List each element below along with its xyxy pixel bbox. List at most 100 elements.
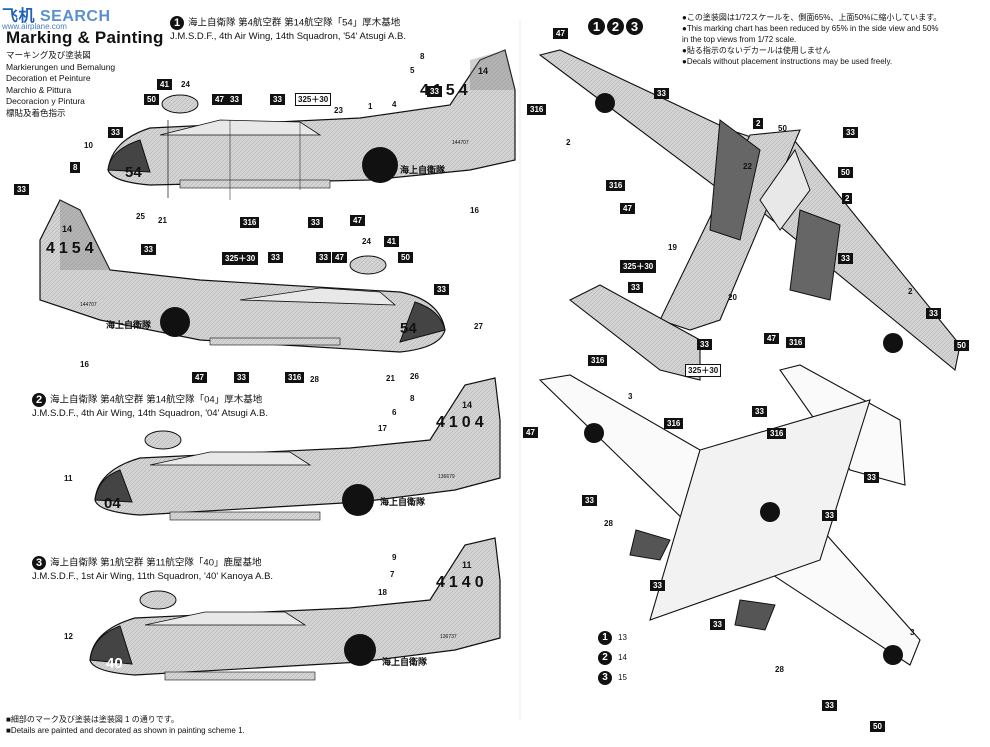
bottom-hinomaru-left: [584, 423, 604, 443]
a2-tail-small: 14: [462, 400, 473, 410]
bottom-view: [538, 364, 921, 666]
callout-33b: 33: [270, 94, 285, 105]
callout-4: 4: [392, 100, 397, 109]
callout-33k: 33: [234, 372, 249, 383]
callout-316e: 316: [588, 355, 608, 366]
callout-325d: 325＋30: [685, 364, 722, 377]
footer-en: ■Details are painted and decorated as sh…: [6, 726, 245, 735]
callout-33s: 33: [650, 580, 665, 591]
top-view: [538, 49, 961, 381]
callout-21: 21: [158, 216, 167, 225]
note-jp-scale: ●この塗装図は1/72スケールを、側面65%、上面50%に縮小しています。: [682, 13, 942, 22]
callout-33c: 33: [427, 86, 442, 97]
scheme-2-jp: 海上自衛隊 第4航空群 第14航空隊「04」厚木基地: [50, 394, 263, 406]
callout-21b: 21: [386, 374, 395, 383]
aircraft-1-side-view: [107, 49, 516, 200]
a1b-nose-number: 54: [400, 320, 417, 337]
scheme-1-jp: 海上自衛隊 第4航空群 第14航空隊「54」厚木基地: [188, 17, 401, 29]
callout-2d: 2: [908, 287, 913, 296]
callout-1: 1: [368, 102, 373, 111]
callout-10: 10: [84, 141, 93, 150]
lang-fr: Decoration et Peinture: [6, 73, 91, 83]
a3-tail-small: 11: [462, 560, 472, 570]
callout-47c: 47: [332, 252, 347, 263]
callout-22: 22: [743, 162, 752, 171]
callout-50c: 50: [778, 124, 787, 133]
a3-nose-number: 40: [106, 655, 123, 672]
scheme-2-num: 2: [32, 393, 46, 407]
callout-316h: 316: [767, 428, 787, 439]
callout-325: 325＋30: [295, 93, 332, 106]
callout-33e: 33: [308, 217, 323, 228]
bottom-hinomaru-center: [760, 502, 780, 522]
callout-16: 16: [470, 206, 479, 215]
callout-316g: 316: [664, 418, 684, 429]
language-list: マーキング及び塗装図 Markierungen und Bemalung Dec…: [6, 50, 115, 119]
callout-33v: 33: [864, 472, 879, 483]
lang-jp: マーキング及び塗装図: [6, 50, 91, 60]
callout-28: 28: [310, 375, 319, 384]
note-en-scale-2: in the top views from 1/72 scale.: [682, 35, 797, 44]
scheme-3-en: J.M.S.D.F., 1st Air Wing, 11th Squadron,…: [32, 571, 274, 582]
callout-20: 20: [728, 293, 737, 302]
aircraft-2-side-view: [94, 377, 501, 521]
page-title: Marking & Painting: [6, 28, 164, 47]
callout-2b: 2: [753, 118, 764, 129]
callout-27: 27: [474, 322, 483, 331]
badge-3: 3: [626, 18, 643, 35]
callout-33h: 33: [316, 252, 331, 263]
a1-tail-small: 14: [478, 66, 489, 76]
callout-24: 24: [181, 80, 190, 89]
callout-33x: 33: [822, 700, 837, 711]
a2-serial: 136679: [438, 474, 455, 480]
note-jp-decal: ●貼る指示のないデカールは使用しません: [682, 46, 831, 55]
callout-325c: 325＋30: [620, 260, 657, 273]
callout-19: 19: [668, 243, 677, 252]
a1b-tail-number: 4154: [46, 240, 98, 257]
badge-2: 2: [607, 18, 624, 35]
callout-33r: 33: [582, 495, 597, 506]
hinomaru-2: [342, 484, 374, 516]
callout-47h: 47: [523, 427, 538, 438]
callout-2c: 2: [842, 193, 853, 204]
callout-316f: 316: [786, 337, 806, 348]
callout-25: 25: [136, 212, 145, 221]
callout-11: 11: [64, 474, 73, 483]
callout-18: 18: [378, 588, 387, 597]
callout-33q: 33: [926, 308, 941, 319]
lang-es: Decoracion y Pintura: [6, 96, 85, 106]
lang-cn: 標貼及着色指示: [6, 107, 66, 118]
callout-33w: 33: [710, 619, 725, 630]
hinomaru-3: [344, 634, 376, 666]
callout-33f: 33: [14, 184, 29, 195]
callout-33t: 33: [822, 510, 837, 521]
scheme-3-num: 3: [32, 556, 46, 570]
callout-3b: 3: [910, 628, 915, 637]
callout-33a: 33: [227, 94, 242, 105]
callout-8b: 8: [70, 162, 81, 173]
callout-316: 316: [527, 104, 547, 115]
top-hinomaru-left: [595, 93, 615, 113]
callout-26: 26: [410, 372, 419, 381]
callout-3: 3: [628, 392, 633, 401]
callout-28c: 28: [775, 665, 784, 674]
a1b-tail-small: 14: [62, 224, 73, 234]
callout-9: 9: [392, 553, 397, 562]
a1-kanji: 海上自衛隊: [400, 165, 446, 175]
callout-47: 47: [212, 94, 227, 105]
a2-nose-number: 04: [104, 495, 121, 512]
callout-316c: 316: [285, 372, 305, 383]
lang-it: Marchio & Pittura: [6, 84, 72, 95]
callout-33j: 33: [434, 284, 449, 295]
a1-serial: 144707: [452, 140, 469, 146]
callout-47e: 47: [553, 28, 568, 39]
a1-nose-number: 54: [125, 164, 142, 181]
callout-2: 2: [566, 138, 571, 147]
callout-16b: 16: [80, 360, 89, 369]
